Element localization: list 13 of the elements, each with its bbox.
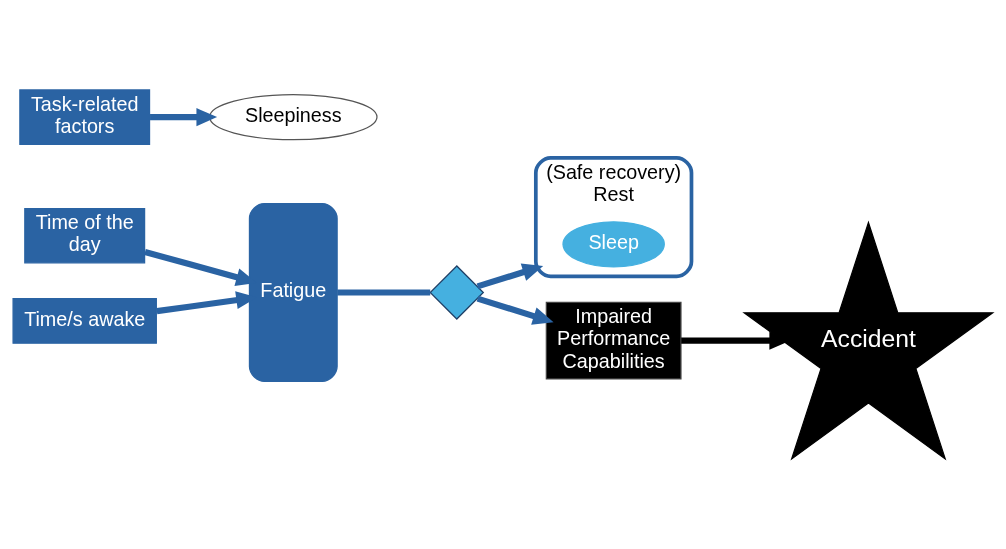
node-box: Time/s awake — [12, 298, 157, 344]
node-box: Time of the day — [24, 207, 146, 264]
node-label: (Safe recovery) — [546, 160, 682, 183]
node-ellipse: Sleep — [562, 221, 665, 268]
node-diamond — [429, 265, 485, 320]
connector — [337, 289, 431, 296]
node-box: Task-related factors — [19, 89, 151, 145]
arrow — [476, 295, 554, 325]
arrow — [476, 263, 544, 290]
node-box: Fatigue — [248, 202, 338, 383]
node-box: Impaired Performance Capabilities — [545, 301, 682, 380]
arrow — [150, 108, 218, 127]
node-ellipse: Sleepiness — [209, 93, 378, 141]
